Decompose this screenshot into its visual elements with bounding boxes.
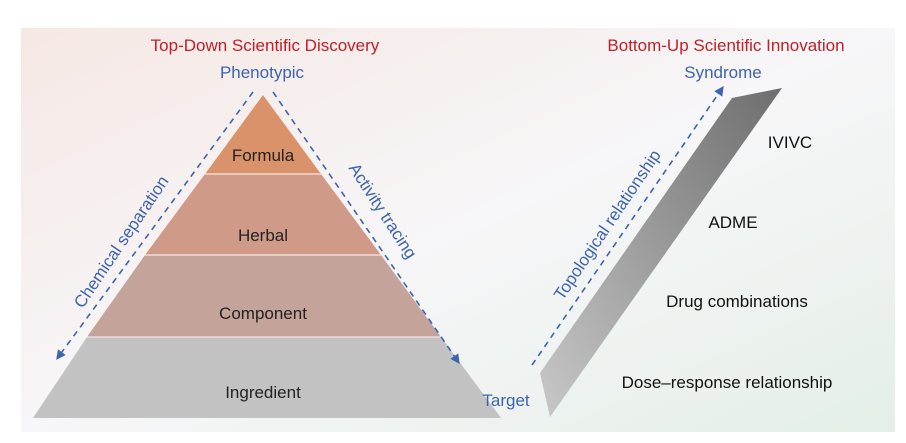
innovation-ramp <box>540 88 782 417</box>
pyramid-layer-component <box>87 255 441 337</box>
phenotypic-label: Phenotypic <box>220 63 305 82</box>
layer-label-ingredient: Ingredient <box>225 383 301 402</box>
pyramid-layer-ingredient <box>33 337 501 418</box>
pyramid: Formula Herbal Component Ingredient <box>33 95 501 418</box>
level-adme: ADME <box>708 213 757 232</box>
syndrome-label: Syndrome <box>684 63 761 82</box>
left-title: Top-Down Scientific Discovery <box>151 36 380 55</box>
topological-relationship-arrow <box>531 86 724 366</box>
layer-label-formula: Formula <box>232 146 295 165</box>
target-label: Target <box>482 391 530 410</box>
level-dose-response: Dose–response relationship <box>622 373 833 392</box>
right-title: Bottom-Up Scientific Innovation <box>607 36 844 55</box>
pyramid-layer-herbal <box>145 174 381 255</box>
layer-label-herbal: Herbal <box>238 226 288 245</box>
layer-label-component: Component <box>219 304 307 323</box>
level-ivivc: IVIVC <box>768 133 812 152</box>
pyramid-layer-formula <box>205 95 321 174</box>
level-drug-combinations: Drug combinations <box>666 292 808 311</box>
